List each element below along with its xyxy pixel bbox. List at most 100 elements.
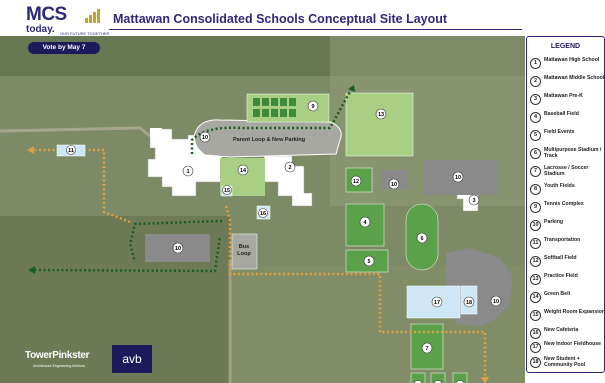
vote-badge: Vote by May 7 <box>28 42 100 54</box>
site-map: 1 2 3 4 5 6 7 8 8 8 9 10 10 10 10 10 11 … <box>0 36 525 383</box>
legend-number: 15 <box>530 310 541 321</box>
parent-loop-label: Parent Loop & New Parking <box>233 137 305 143</box>
parking-label-north: 10 <box>202 135 208 141</box>
parking-label-east-lower: 10 <box>493 299 499 305</box>
brand-tagline: OUR FUTURE TOGETHER <box>60 31 110 36</box>
marker-12: 12 <box>350 175 362 187</box>
practice-field <box>345 92 414 157</box>
legend-label: Field Events <box>544 129 575 135</box>
youth-field-c <box>452 372 468 383</box>
tennis-label: 9 <box>311 104 314 110</box>
walk-path-south <box>29 235 222 273</box>
legend-label: Lacrosse / Soccer Stadium <box>544 165 589 178</box>
transport-path-arrow-south <box>481 377 489 383</box>
legend-label: Mattawan Pre-K <box>544 93 583 99</box>
bus-loop <box>231 233 258 270</box>
marker-9: 9 <box>307 100 319 112</box>
parking-label-east-upper: 10 <box>455 175 461 181</box>
marker-18: 18 <box>463 296 475 308</box>
brand-logo-sub: today. <box>26 24 55 35</box>
brand-bars-icon <box>85 9 101 23</box>
legend-number: 5 <box>530 130 541 141</box>
legend-number: 16 <box>530 328 541 339</box>
walk-path-north <box>190 87 354 154</box>
practice-field-label: 13 <box>378 112 384 118</box>
legend-label: New Indoor Fieldhouse <box>544 341 602 347</box>
marker-10-west: 10 <box>172 242 184 254</box>
legend-number: 9 <box>530 202 541 213</box>
marker-10-north: 10 <box>199 131 211 143</box>
header: MCS today. OUR FUTURE TOGETHER Mattawan … <box>0 0 605 36</box>
legend-number: 10 <box>530 220 541 231</box>
marker-11: 11 <box>66 145 76 155</box>
marker-16: 16 <box>258 208 268 218</box>
bus-loop-label-2: Loop <box>237 251 251 257</box>
marker-14: 14 <box>237 164 249 176</box>
title-underline <box>109 29 522 30</box>
legend-label: Green Belt <box>544 291 571 297</box>
legend-label: Youth Fields <box>544 183 575 189</box>
legend-label: Multipurpose Stadium / Track <box>544 147 602 160</box>
marker-7: 7 <box>421 342 433 354</box>
brand-logo-main: MCS <box>26 4 67 25</box>
legend-label: Tennis Complex <box>544 201 584 207</box>
parent-loop <box>194 119 342 158</box>
legend-label: Parking <box>544 219 564 225</box>
walk-path-west <box>128 219 223 263</box>
green-belt-label: 14 <box>240 168 247 174</box>
legend-number: 18 <box>530 357 541 368</box>
youth-field-a <box>410 372 426 383</box>
parking-label-west: 10 <box>175 246 181 252</box>
fieldhouse-label: 17 <box>434 300 440 306</box>
transportation-label: 11 <box>68 148 74 154</box>
legend-label: Softball Field <box>544 255 577 261</box>
marker-13: 13 <box>375 108 387 120</box>
walk-path-arrow-west <box>28 266 35 274</box>
road-west <box>0 126 151 138</box>
towerpinkster-logo: TowerPinkster <box>25 350 90 361</box>
marker-10-east-upper: 10 <box>452 171 464 183</box>
lacrosse-label: 7 <box>425 346 428 352</box>
marker-4: 4 <box>359 216 371 228</box>
legend-number: 14 <box>530 292 541 303</box>
baseball-label: 4 <box>363 220 367 226</box>
legend-number: 17 <box>530 342 541 353</box>
pool-label: 18 <box>466 300 472 306</box>
field-events-label: 5 <box>367 259 370 265</box>
legend-label: Weight Room Expansion <box>544 309 605 315</box>
weight-room-label: 15 <box>224 188 230 194</box>
marker-2: 2 <box>284 161 296 173</box>
marker-17: 17 <box>431 296 443 308</box>
legend-number: 13 <box>530 274 541 285</box>
marker-10-east-lower: 10 <box>490 295 502 307</box>
parking-label-center: 10 <box>391 182 397 188</box>
marker-8c: 8 <box>455 380 465 383</box>
legend-number: 4 <box>530 112 541 123</box>
map-markers: 1 2 3 4 5 6 7 8 8 8 9 10 10 10 10 10 11 … <box>66 100 502 383</box>
legend-label: Mattawan High School <box>544 57 600 63</box>
legend-number: 1 <box>530 58 541 69</box>
stadium-label: 6 <box>420 236 423 242</box>
transport-path-arrow-west <box>27 146 34 154</box>
legend-number: 7 <box>530 166 541 177</box>
legend-number: 12 <box>530 256 541 267</box>
page-title: Mattawan Consolidated Schools Conceptual… <box>113 12 448 26</box>
school-3-label: 3 <box>472 198 475 204</box>
